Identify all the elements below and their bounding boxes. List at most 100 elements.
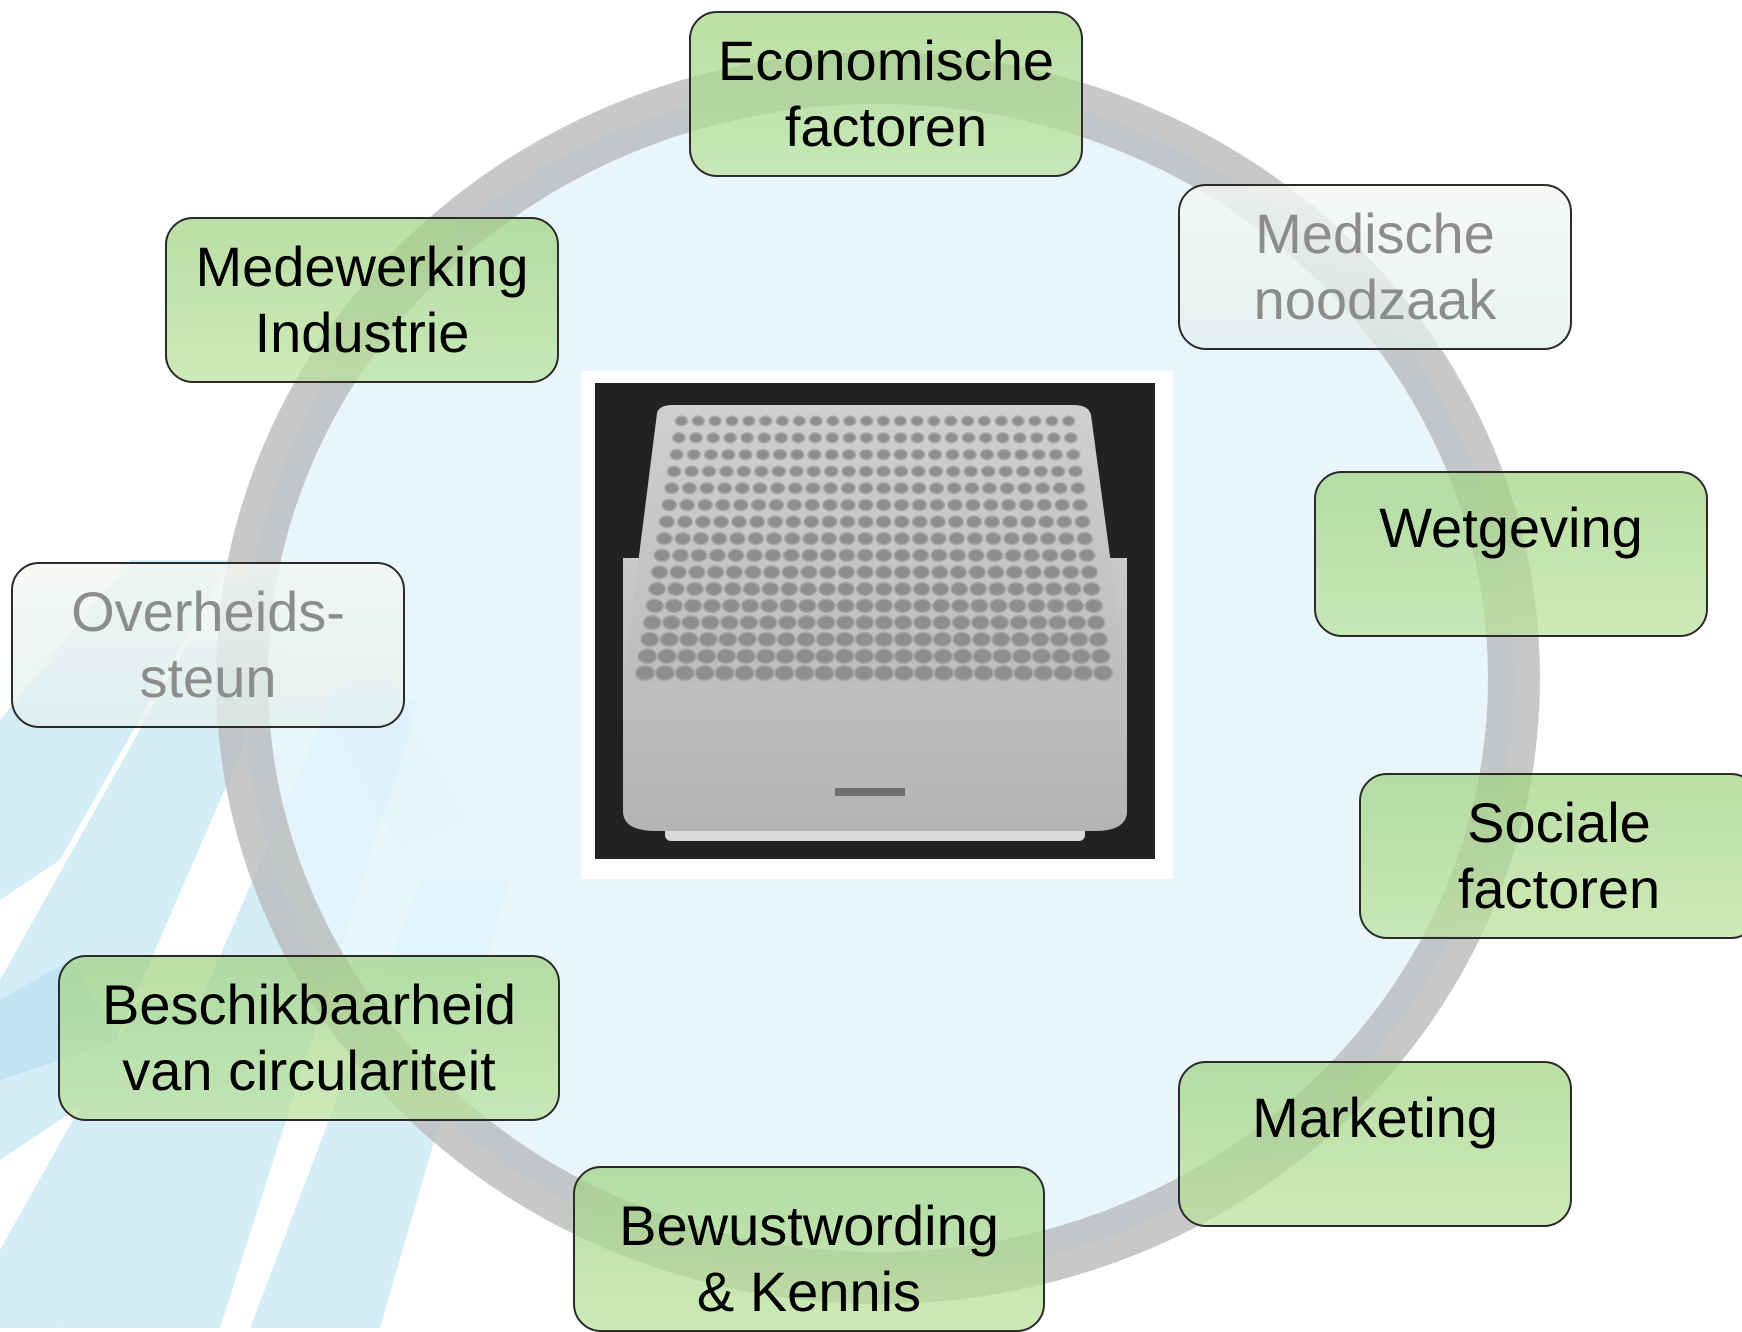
rack-hole: [750, 498, 767, 512]
rack-hole: [676, 648, 697, 665]
rack-hole: [983, 515, 1001, 529]
rack-hole: [799, 581, 818, 597]
rack-hole: [648, 581, 667, 597]
rack-hole: [683, 598, 703, 614]
rack-hole: [1008, 598, 1027, 614]
rack-hole: [657, 648, 678, 665]
rack-hole: [855, 581, 874, 597]
rack-hole: [775, 415, 790, 427]
rack-hole: [714, 664, 735, 682]
rack-hole: [1018, 498, 1035, 512]
rack-hole: [893, 465, 909, 478]
rack-hole: [684, 465, 700, 478]
rack-hole: [839, 515, 856, 529]
rack-hole: [739, 614, 759, 631]
rack-hole: [912, 598, 932, 614]
rack-hole: [785, 515, 802, 529]
rack-hole: [1046, 432, 1061, 444]
rack-hole: [931, 581, 950, 597]
rack-hole: [857, 515, 874, 529]
rack-hole: [809, 415, 823, 427]
rack-hole: [893, 565, 912, 580]
rack-hole: [969, 598, 989, 614]
rack-hole: [814, 648, 835, 665]
rack-hole: [911, 515, 928, 529]
rack-hole: [708, 415, 722, 427]
rack-hole: [989, 598, 1008, 614]
rack-hole: [765, 531, 783, 546]
pipette-tip-rack-image: [595, 383, 1155, 859]
rack-hole: [664, 598, 684, 614]
rack-hole: [858, 482, 874, 495]
rack-hole: [774, 432, 789, 444]
rack-hole: [1050, 465, 1066, 478]
rack-hole: [1058, 531, 1075, 546]
rack-hole: [1028, 415, 1042, 427]
rack-hole: [721, 598, 741, 614]
rack-hole: [1092, 664, 1114, 682]
rack-hole: [855, 614, 875, 631]
rack-hole: [823, 465, 839, 478]
rack-hole: [1009, 614, 1029, 631]
rack-hole: [1031, 448, 1046, 461]
rack-hole: [913, 631, 933, 648]
rack-hole: [927, 415, 941, 427]
rack-hole: [783, 531, 801, 546]
rack-hole: [973, 664, 994, 682]
rack-hole: [816, 614, 836, 631]
rack-hole: [637, 648, 658, 665]
rack-hole: [794, 664, 815, 682]
rack-hole: [991, 631, 1011, 648]
rack-hole: [771, 465, 787, 478]
rack-hole: [838, 548, 856, 563]
rack-hole: [669, 565, 688, 580]
rack-hole: [740, 598, 760, 614]
rack-hole: [988, 581, 1007, 597]
rack-hole: [686, 448, 702, 461]
rack-hole: [1084, 598, 1104, 614]
rack-hole: [755, 648, 776, 665]
rack-hole: [800, 565, 818, 580]
rack-hole: [775, 648, 796, 665]
rack-hole: [777, 614, 797, 631]
rack-hole: [702, 598, 722, 614]
rack-hole: [1006, 581, 1026, 597]
rack-hole: [661, 614, 682, 631]
rack-hole: [723, 432, 738, 444]
node-label-line: Beschikbaarheid: [101, 973, 517, 1036]
rack-hole: [1031, 648, 1052, 665]
rack-hole: [839, 498, 856, 512]
rack-hole: [1001, 515, 1019, 529]
rack-hole: [661, 498, 678, 512]
rack-hole: [1052, 664, 1074, 682]
rack-hole: [742, 581, 761, 597]
rack-hole: [653, 548, 671, 563]
rack-hole: [1039, 531, 1057, 546]
rack-hole: [841, 465, 857, 478]
rack-hole: [932, 631, 953, 648]
rack-hole: [982, 498, 999, 512]
rack-hole: [1054, 498, 1071, 512]
rack-hole: [945, 465, 961, 478]
rack-hole: [893, 598, 913, 614]
rack-hole: [971, 631, 992, 648]
rack-hole: [961, 432, 976, 444]
rack-hole: [859, 415, 874, 427]
node-medewerking-industrie: Medewerking Industrie: [165, 217, 559, 383]
rack-hole: [948, 548, 967, 563]
rack-hole: [719, 465, 734, 478]
rack-hole: [893, 498, 910, 512]
rack-hole: [735, 648, 756, 665]
rack-hole: [761, 581, 780, 597]
rack-hole: [745, 548, 764, 563]
rack-hole: [762, 565, 781, 580]
rack-hole: [698, 631, 719, 648]
rack-hole: [932, 614, 952, 631]
rack-hole: [996, 448, 1012, 461]
rack-hole: [1012, 432, 1027, 444]
rack-hole: [1051, 648, 1072, 665]
rack-hole: [855, 598, 875, 614]
rack-hole: [792, 415, 807, 427]
rack-hole: [764, 548, 782, 563]
rack-hole: [791, 432, 806, 444]
